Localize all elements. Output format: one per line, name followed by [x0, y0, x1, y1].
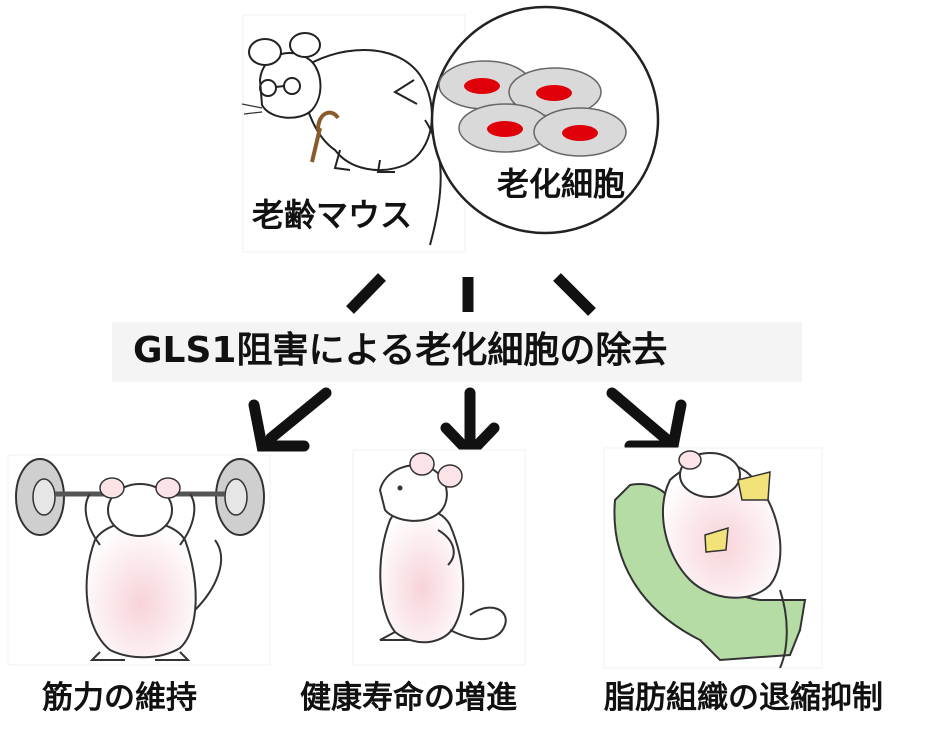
arrows-down-to-center	[346, 273, 596, 316]
aged-mouse-label: 老齢マウス	[252, 196, 413, 234]
center-label: GLS1阻害による老化細胞の除去	[133, 330, 668, 371]
center-label-box	[112, 322, 802, 382]
senescent-cell-label: 老化細胞	[497, 165, 626, 203]
outcome-fat-label: 脂肪組織の退縮抑制	[604, 680, 883, 716]
outcome-muscle-label: 筋力の維持	[42, 680, 197, 716]
relaxing-mouse-illustration	[603, 447, 823, 669]
arrows-down-to-outcomes	[248, 387, 687, 461]
weightlifting-mouse-illustration	[7, 454, 271, 666]
healthy-mouse-illustration	[352, 449, 526, 666]
outcome-lifespan-label: 健康寿命の増進	[300, 680, 517, 716]
aged-mouse-illustration	[241, 14, 466, 253]
senescent-cell-illustration	[393, 5, 660, 235]
